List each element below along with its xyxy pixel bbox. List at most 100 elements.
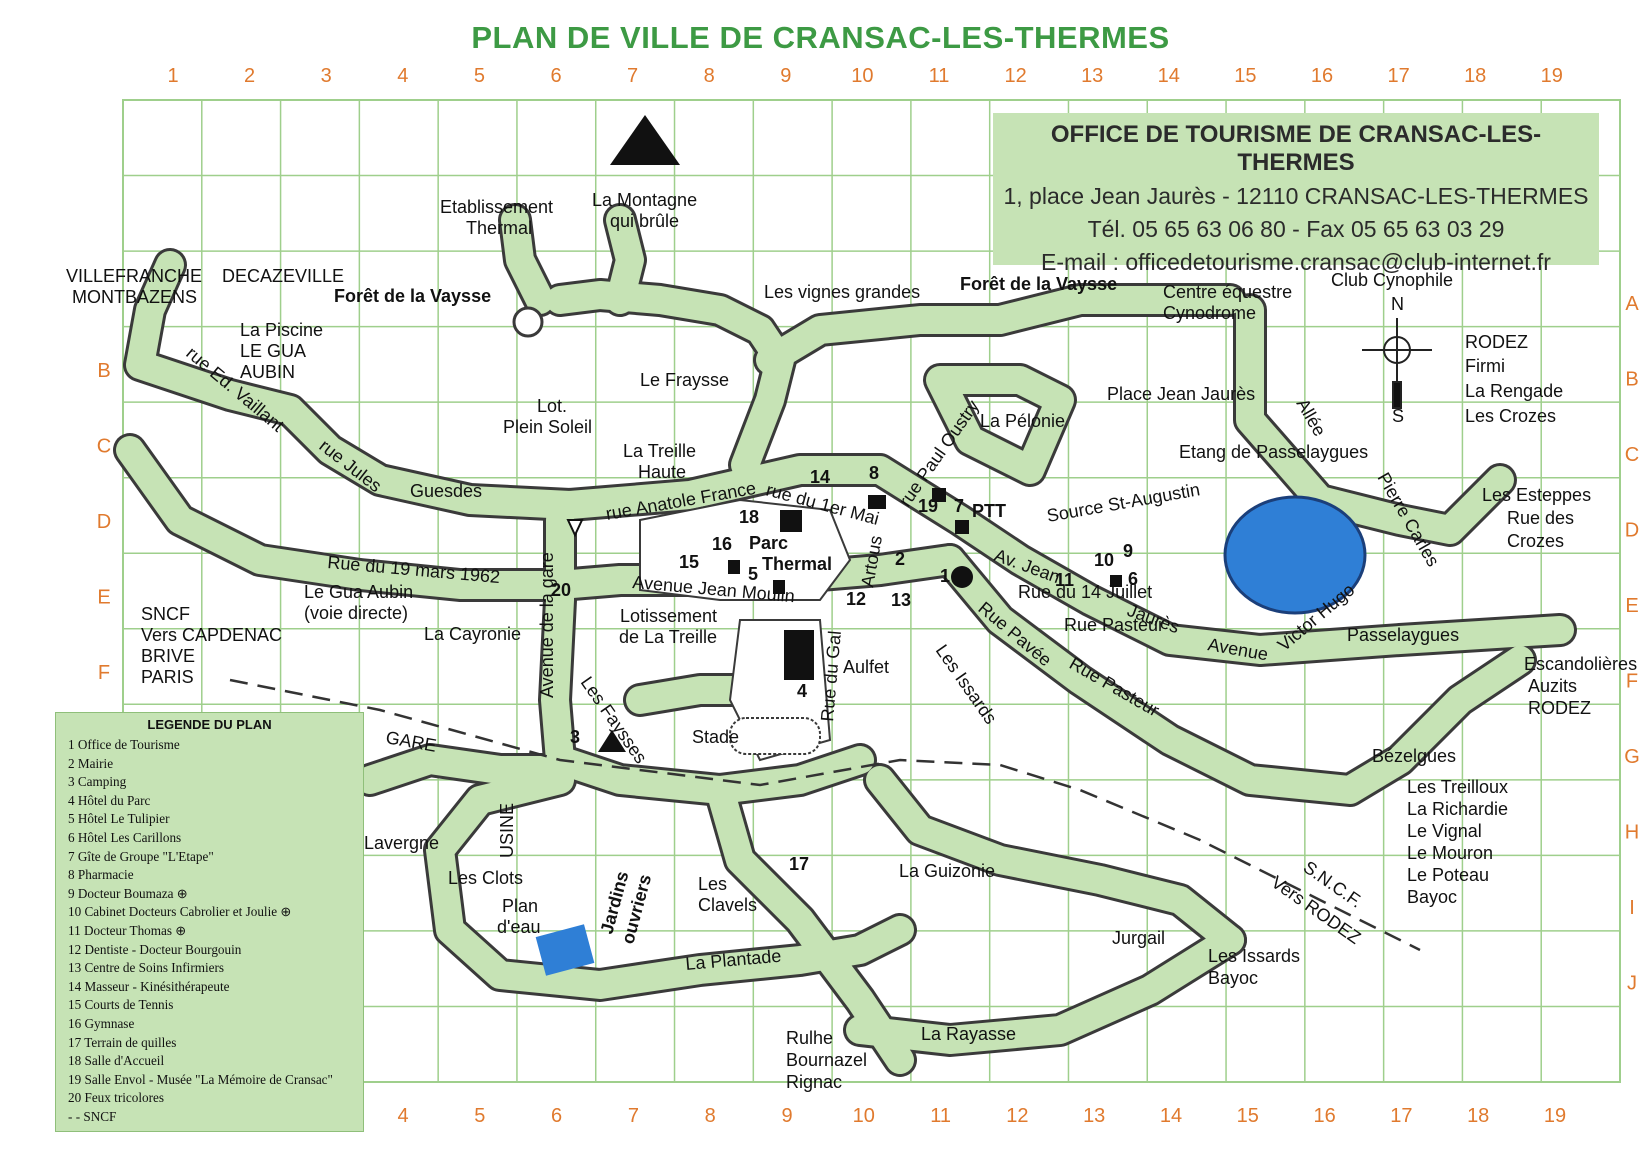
- building-4-icon: [784, 630, 814, 680]
- marker-number: 11: [1055, 570, 1074, 590]
- legend-item: 12 Dentiste - Docteur Bourgouin: [68, 941, 242, 957]
- grid-column-top-label: 5: [474, 65, 485, 87]
- grid-column-top-label: 14: [1158, 65, 1180, 87]
- place-label-parc-1: Parc: [749, 533, 788, 553]
- marker-number: 10: [1094, 550, 1114, 570]
- grid-column-bottom-label: 5: [474, 1105, 485, 1127]
- building-8-icon: [868, 495, 886, 509]
- stade-shape: [729, 717, 821, 755]
- grid-row-right-label: E: [1625, 595, 1638, 617]
- place-label-sncf-1: SNCF: [141, 604, 190, 624]
- road-network: [113, 203, 1577, 1077]
- place-label-passelaygues: Passelaygues: [1347, 625, 1459, 645]
- grid-column-top-label: 19: [1541, 65, 1563, 87]
- place-label-plan-eau-2: d'eau: [497, 917, 540, 937]
- camping-icon: [598, 730, 626, 752]
- legend-item: - - SNCF: [68, 1108, 117, 1124]
- building-6-icon: [1110, 575, 1122, 587]
- building-5-icon: [773, 580, 785, 594]
- marker-number: 19: [918, 496, 938, 516]
- grid-row-left-label: F: [98, 662, 110, 684]
- place-label-treilloux-4: Le Mouron: [1407, 843, 1493, 863]
- place-label-stade: Stade: [692, 727, 739, 747]
- grid-column-top-label: 15: [1234, 65, 1256, 87]
- place-label-les-clots: Les Clots: [448, 868, 523, 888]
- grid-column-top-label: 2: [244, 65, 255, 87]
- place-label-treilloux-3: Le Vignal: [1407, 821, 1482, 841]
- office-email: E-mail : officedetourisme.cransac@club-i…: [1041, 249, 1551, 275]
- grid-row-right-label: C: [1625, 444, 1639, 466]
- grid-column-bottom-label: 9: [781, 1105, 792, 1127]
- place-label-rulhe-1: Rulhe: [786, 1028, 833, 1048]
- grid-row-right-label: G: [1624, 746, 1640, 768]
- place-label-rengade: La Rengade: [1465, 381, 1563, 401]
- place-label-lavergne: Lavergne: [364, 833, 439, 853]
- place-label-montbazens: MONTBAZENS: [72, 287, 197, 307]
- place-label-treilloux-5: Le Poteau: [1407, 865, 1489, 885]
- place-label-sncf-3: BRIVE: [141, 646, 195, 666]
- marker-number: 6: [1128, 569, 1138, 589]
- building-19-icon: [932, 488, 946, 502]
- marker-number: 2: [895, 549, 905, 569]
- street-label-avenue-gare: Avenue de la gare: [537, 552, 557, 698]
- place-label-foret-vaysse-2: Forêt de la Vaysse: [960, 274, 1117, 294]
- place-label-jurgail: Jurgail: [1112, 928, 1165, 948]
- grid-column-top-label: 18: [1464, 65, 1486, 87]
- grid-column-top-label: 3: [321, 65, 332, 87]
- place-label-rodez-1: RODEZ: [1465, 332, 1528, 352]
- legend-item: 11 Docteur Thomas ⊕: [68, 922, 187, 938]
- place-label-parc-2: Thermal: [762, 554, 832, 574]
- grid-column-bottom-label: 19: [1544, 1105, 1566, 1127]
- legend-item: 6 Hôtel Les Carillons: [68, 829, 182, 845]
- place-label-treille-haute-2: Haute: [638, 462, 686, 482]
- place-label-la-pelonie: La Pélonie: [980, 411, 1065, 431]
- map-title: PLAN DE VILLE DE CRANSAC-LES-THERMES: [471, 20, 1170, 55]
- place-label-treilloux-6: Bayoc: [1407, 887, 1457, 907]
- grid-column-top-label: 16: [1311, 65, 1333, 87]
- office-name: OFFICE DE TOURISME DE CRANSAC-LES-THERME…: [1050, 121, 1542, 176]
- marker-number: 13: [891, 590, 911, 610]
- place-label-treilloux-2: La Richardie: [1407, 799, 1508, 819]
- place-label-place-jaures: Place Jean Jaurès: [1107, 384, 1255, 404]
- street-label-guesdes: Guesdes: [410, 481, 482, 501]
- place-label-montagne-2: qui brûle: [610, 211, 679, 231]
- place-label-ptt: PTT: [972, 501, 1006, 521]
- tourism-office-box: OFFICE DE TOURISME DE CRANSAC-LES-THERME…: [993, 113, 1599, 275]
- place-label-lot-1: Lot.: [537, 396, 567, 416]
- grid-column-top-label: 11: [929, 65, 950, 87]
- place-label-centre-equestre-1: Centre équestre: [1163, 282, 1292, 302]
- place-label-guizonie: La Guizonie: [899, 861, 995, 881]
- grid-column-top-label: 1: [167, 65, 178, 87]
- place-label-treille-haute-1: La Treille: [623, 441, 696, 461]
- place-label-issards-2: Bayoc: [1208, 968, 1258, 988]
- park-areas: [512, 115, 1367, 976]
- grid-row-right-label: B: [1625, 369, 1638, 391]
- grid-column-bottom-label: 17: [1390, 1105, 1412, 1127]
- legend-item: 15 Courts de Tennis: [68, 997, 174, 1013]
- office-phone: Tél. 05 65 63 06 80 - Fax 05 65 63 03 29: [1087, 216, 1505, 242]
- grid-column-top-label: 4: [397, 65, 408, 87]
- place-label-etablissement-1: Etablissement: [440, 197, 553, 217]
- marker-number: 15: [679, 552, 699, 572]
- place-label-vignes: Les vignes grandes: [764, 282, 920, 302]
- place-label-decazeville: DECAZEVILLE: [222, 266, 344, 286]
- grid-column-top-label: 9: [780, 65, 791, 87]
- marker-number: 12: [846, 589, 866, 609]
- building-16-icon: [728, 560, 740, 574]
- place-label-estepes-3: Crozes: [1507, 531, 1564, 551]
- grid-column-bottom-label: 11: [930, 1105, 951, 1127]
- place-label-lotissement-2: de La Treille: [619, 627, 717, 647]
- building-18-icon: [780, 510, 802, 532]
- marker-number: 20: [551, 580, 571, 600]
- place-label-escandolieres-1: Escandolières: [1524, 654, 1637, 674]
- grid-column-bottom-label: 10: [853, 1105, 875, 1127]
- place-label-foret-vaysse-1: Forêt de la Vaysse: [334, 286, 491, 306]
- legend-item: 7 Gîte de Groupe "L'Etape": [68, 848, 214, 864]
- street-label-pasteur-1: Rue Pasteur: [1064, 615, 1164, 635]
- grid-column-bottom-label: 12: [1006, 1105, 1028, 1127]
- grid-row-right-label: A: [1625, 293, 1639, 315]
- grid-row-right-label: D: [1625, 520, 1639, 542]
- legend-item: 19 Salle Envol - Musée "La Mémoire de Cr…: [68, 1071, 333, 1087]
- legend-item: 20 Feux tricolores: [68, 1090, 164, 1106]
